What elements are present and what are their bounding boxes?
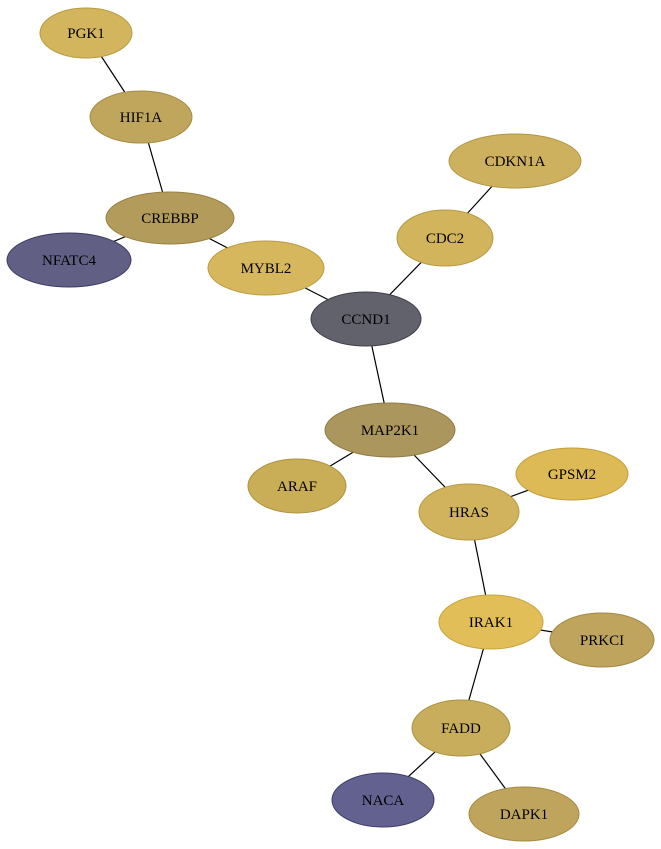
node-crebbp[interactable]: CREBBP (105, 191, 235, 245)
node-ellipse (89, 90, 193, 144)
node-label: NACA (362, 793, 405, 809)
node-ellipse (310, 291, 422, 347)
node-label: GPSM2 (548, 467, 596, 483)
node-mybl2[interactable]: MYBL2 (207, 240, 325, 296)
node-label: CDKN1A (485, 154, 546, 170)
node-label: FADD (441, 721, 481, 737)
node-label: PGK1 (67, 26, 105, 42)
node-hras[interactable]: HRAS (418, 483, 520, 541)
node-ccnd1[interactable]: CCND1 (310, 291, 422, 347)
node-label: CREBBP (141, 211, 199, 227)
node-nfatc4[interactable]: NFATC4 (6, 232, 132, 288)
node-ellipse (39, 7, 133, 59)
node-ellipse (411, 699, 511, 757)
node-dapk1[interactable]: DAPK1 (468, 786, 580, 842)
node-label: ARAF (277, 479, 317, 495)
node-gpsm2[interactable]: GPSM2 (515, 447, 629, 501)
node-label: IRAK1 (469, 615, 513, 631)
node-ellipse (549, 612, 655, 668)
node-cdkn1a[interactable]: CDKN1A (448, 133, 582, 189)
node-ellipse (418, 483, 520, 541)
node-label: CDC2 (426, 231, 464, 247)
node-ellipse (331, 772, 435, 828)
node-label: MAP2K1 (361, 423, 419, 439)
node-label: DAPK1 (500, 807, 548, 823)
node-label: MYBL2 (241, 261, 292, 277)
node-irak1[interactable]: IRAK1 (438, 594, 544, 650)
node-ellipse (468, 786, 580, 842)
node-hif1a[interactable]: HIF1A (89, 90, 193, 144)
node-naca[interactable]: NACA (331, 772, 435, 828)
node-map2k1[interactable]: MAP2K1 (324, 402, 456, 458)
node-ellipse (324, 402, 456, 458)
node-araf[interactable]: ARAF (247, 458, 347, 514)
node-label: HIF1A (120, 110, 163, 126)
node-ellipse (448, 133, 582, 189)
node-ellipse (105, 191, 235, 245)
node-label: NFATC4 (42, 253, 96, 269)
node-fadd[interactable]: FADD (411, 699, 511, 757)
node-label: HRAS (449, 505, 489, 521)
node-ellipse (396, 209, 494, 267)
node-cdc2[interactable]: CDC2 (396, 209, 494, 267)
node-ellipse (247, 458, 347, 514)
node-label: CCND1 (341, 312, 390, 328)
node-ellipse (207, 240, 325, 296)
node-prkci[interactable]: PRKCI (549, 612, 655, 668)
node-ellipse (515, 447, 629, 501)
node-pgk1[interactable]: PGK1 (39, 7, 133, 59)
node-label: PRKCI (580, 633, 624, 649)
node-ellipse (438, 594, 544, 650)
node-ellipse (6, 232, 132, 288)
